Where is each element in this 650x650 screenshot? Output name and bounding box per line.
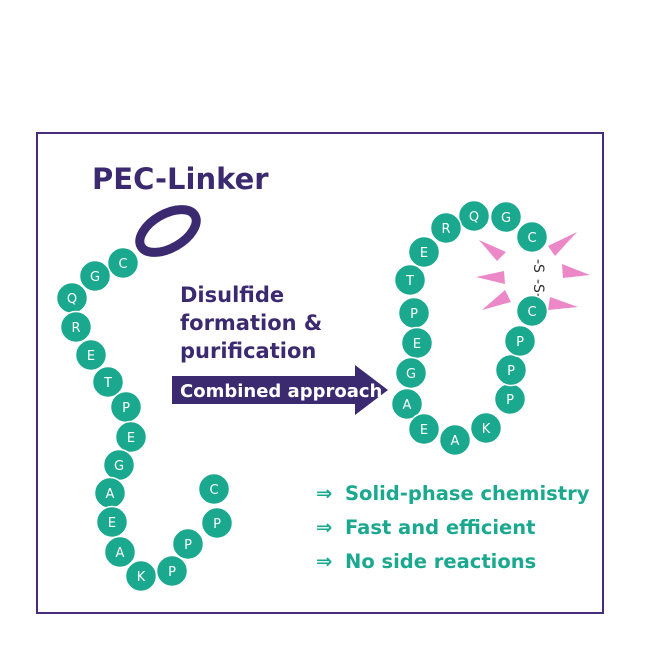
amino-acid-bead bbox=[200, 506, 234, 540]
amino-acid-bead bbox=[74, 338, 108, 372]
amino-acid-bead bbox=[407, 235, 441, 269]
amino-acid-letter: E bbox=[108, 516, 116, 531]
feature-list: ⇒ Solid-phase chemistry ⇒ Fast and effic… bbox=[316, 482, 590, 573]
diagram-frame bbox=[36, 132, 604, 614]
amino-acid-bead bbox=[59, 310, 93, 344]
linker-ring-icon bbox=[135, 205, 201, 257]
amino-acid-letter: A bbox=[403, 398, 412, 413]
amino-acid-letter: P bbox=[184, 538, 192, 553]
feature-arrow-icon: ⇒ bbox=[316, 482, 332, 505]
amino-acid-letter: K bbox=[482, 422, 491, 437]
process-line-3: purification bbox=[180, 339, 316, 363]
feature-fast-efficient: Fast and efficient bbox=[345, 516, 536, 539]
amino-acid-letter: Q bbox=[67, 292, 77, 307]
amino-acid-letter: P bbox=[516, 335, 524, 350]
amino-acid-letter: P bbox=[410, 307, 418, 322]
amino-acid-letter: C bbox=[527, 231, 536, 246]
amino-acid-letter: E bbox=[413, 337, 421, 352]
amino-acid-letter: R bbox=[71, 321, 80, 336]
amino-acid-letter: E bbox=[420, 246, 428, 261]
arrow-label: Combined approach bbox=[180, 381, 382, 402]
amino-acid-letter: G bbox=[406, 367, 416, 382]
combined-approach-arrow bbox=[172, 365, 388, 415]
amino-acid-letter: G bbox=[114, 459, 124, 474]
pec-linker-title: PEC-Linker bbox=[92, 162, 269, 196]
amino-acid-letter: C bbox=[527, 305, 536, 320]
amino-acid-letter: P bbox=[507, 364, 515, 379]
amino-acid-bead bbox=[503, 324, 537, 358]
burst-spike bbox=[476, 271, 505, 284]
amino-acid-bead bbox=[515, 294, 549, 328]
amino-acid-letter: E bbox=[420, 423, 428, 438]
burst-spike bbox=[548, 232, 577, 256]
process-description: Disulfide formation & purification bbox=[180, 283, 322, 363]
amino-acid-bead bbox=[114, 420, 148, 454]
amino-acid-letter: Q bbox=[469, 210, 479, 225]
amino-acid-bead bbox=[106, 246, 140, 280]
amino-acid-letter: A bbox=[451, 434, 460, 449]
amino-acid-bead bbox=[429, 211, 463, 245]
amino-acid-bead bbox=[103, 535, 137, 569]
feature-arrow-icon: ⇒ bbox=[316, 550, 332, 573]
amino-acid-letter: P bbox=[213, 517, 221, 532]
feature-solid-phase: Solid-phase chemistry bbox=[345, 482, 590, 505]
amino-acid-bead bbox=[515, 220, 549, 254]
amino-acid-letter: G bbox=[501, 211, 511, 226]
amino-acid-bead bbox=[390, 387, 424, 421]
disulfide-burst-icon bbox=[476, 232, 590, 310]
amino-acid-letter: E bbox=[127, 431, 135, 446]
amino-acid-letter: A bbox=[106, 487, 115, 502]
amino-acid-bead bbox=[95, 505, 129, 539]
amino-acid-bead bbox=[171, 527, 205, 561]
amino-acid-letter: T bbox=[405, 274, 414, 289]
disulfide-bond-bottom: -S- bbox=[530, 279, 546, 298]
amino-acid-bead bbox=[489, 200, 523, 234]
amino-acid-bead bbox=[393, 263, 427, 297]
amino-acid-letter: P bbox=[506, 393, 514, 408]
amino-acid-bead bbox=[78, 259, 112, 293]
amino-acid-letter: R bbox=[441, 222, 450, 237]
amino-acid-bead bbox=[197, 472, 231, 506]
amino-acid-letter: C bbox=[118, 257, 127, 272]
amino-acid-bead bbox=[91, 365, 125, 399]
amino-acid-bead bbox=[155, 554, 189, 588]
feature-arrow-icon: ⇒ bbox=[316, 516, 332, 539]
burst-spike bbox=[562, 264, 590, 278]
amino-acid-letter: E bbox=[87, 349, 95, 364]
amino-acid-bead bbox=[469, 411, 503, 445]
disulfide-bond-top: -S bbox=[530, 259, 546, 273]
amino-acid-letter: G bbox=[90, 270, 100, 285]
burst-spike bbox=[482, 290, 511, 310]
amino-acid-bead bbox=[438, 423, 472, 457]
amino-acid-bead bbox=[407, 412, 441, 446]
amino-acid-letter: P bbox=[122, 401, 130, 416]
amino-acid-letter: P bbox=[168, 565, 176, 580]
amino-acid-bead bbox=[124, 559, 158, 593]
amino-acid-letter: K bbox=[137, 570, 146, 585]
amino-acid-letter: T bbox=[103, 376, 112, 391]
amino-acid-letter: A bbox=[116, 546, 125, 561]
burst-spike bbox=[479, 240, 506, 261]
amino-acid-bead bbox=[457, 199, 491, 233]
amino-acid-letter: C bbox=[209, 483, 218, 498]
process-line-2: formation & bbox=[180, 311, 322, 335]
burst-spike bbox=[548, 297, 578, 310]
process-line-1: Disulfide bbox=[180, 283, 284, 307]
feature-no-side-reactions: No side reactions bbox=[345, 550, 536, 573]
